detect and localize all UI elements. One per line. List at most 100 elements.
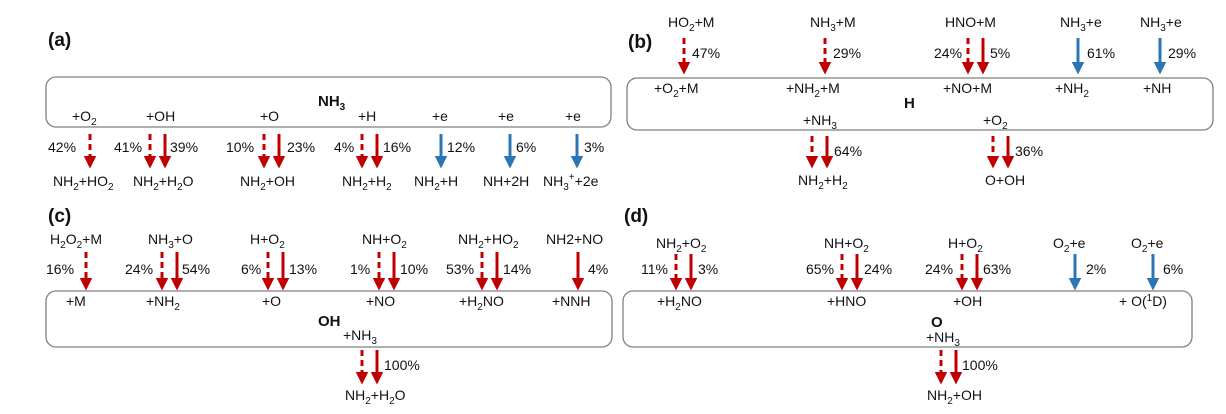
branching-pct: 16% xyxy=(46,261,74,277)
box-label: +M xyxy=(66,293,86,309)
branching-pct: 29% xyxy=(833,45,861,61)
box-label: + O(1D) xyxy=(1119,293,1167,309)
product-label: NH2+H2 xyxy=(798,172,848,192)
branching-pct: 4% xyxy=(334,139,354,155)
panel-label: (c) xyxy=(48,206,71,227)
species-box xyxy=(622,290,1193,348)
reactant-label: O2+e xyxy=(1131,235,1164,255)
branching-pct: 64% xyxy=(834,143,862,159)
branching-pct: 39% xyxy=(170,139,198,155)
branching-pct: 61% xyxy=(1087,45,1115,61)
box-label: +e xyxy=(432,108,448,124)
box-label: +O2 xyxy=(983,112,1008,132)
box-label: +OH xyxy=(146,108,175,124)
branching-pct: 53% xyxy=(446,261,474,277)
box-label: +H2NO xyxy=(459,293,504,313)
reactant-label: H+O2 xyxy=(948,235,983,255)
box-label: +NH2+M xyxy=(786,80,840,100)
panel-label: (a) xyxy=(48,30,71,51)
box-label: +NH2 xyxy=(146,293,180,313)
product-label: NH2+H2O xyxy=(133,173,194,193)
species-label: NH3 xyxy=(318,93,346,113)
branching-pct: 47% xyxy=(692,45,720,61)
box-label: +O2+M xyxy=(654,80,698,100)
panel-b: (b) HO2+M NH3+M HNO+M NH3+e NH3+e 47% 29… xyxy=(626,14,1214,192)
box-label: +O2 xyxy=(72,108,97,128)
reactant-label: NH3+e xyxy=(1060,14,1102,34)
box-label: +NH2 xyxy=(1055,80,1089,100)
branching-pct: 29% xyxy=(1168,45,1196,61)
reactant-label: HNO+M xyxy=(945,14,996,30)
box-label: +NNH xyxy=(552,293,591,309)
reactant-label: NH3+O xyxy=(148,231,193,251)
box-label: +H2NO xyxy=(657,293,702,313)
branching-pct: 24% xyxy=(934,45,962,61)
product-label: NH2+H2O xyxy=(345,387,406,407)
branching-pct: 4% xyxy=(588,261,608,277)
branching-pct: 100% xyxy=(384,357,420,373)
panel-a: (a) NH3 +O2 +OH +O +H +e +e +e 42% 41% 3… xyxy=(45,30,612,193)
branching-pct: 42% xyxy=(48,139,76,155)
branching-pct: 65% xyxy=(806,261,834,277)
product-label: O+OH xyxy=(985,172,1025,188)
box-label: +NH xyxy=(1143,80,1171,96)
product-label: NH2+H2 xyxy=(342,173,392,193)
branching-pct: 100% xyxy=(962,357,998,373)
box-label: +NO+M xyxy=(943,80,992,96)
panel-label: (b) xyxy=(628,32,652,53)
panel-label: (d) xyxy=(624,206,648,227)
species-label: O xyxy=(931,314,943,331)
panel-c: (c) H2O2+M NH3+O H+O2 NH+O2 NH2+HO2 NH2+… xyxy=(45,206,613,407)
branching-pct: 12% xyxy=(447,139,475,155)
branching-pct: 36% xyxy=(1015,143,1043,159)
box-label: +HNO xyxy=(827,293,866,309)
species-label: OH xyxy=(318,313,341,330)
reactant-label: NH3+M xyxy=(810,14,856,34)
box-label: +e xyxy=(565,108,581,124)
reactant-label: NH2+NO xyxy=(546,231,603,247)
branching-pct: 5% xyxy=(990,45,1010,61)
branching-pct: 24% xyxy=(925,261,953,277)
branching-pct: 41% xyxy=(114,139,142,155)
reactant-label: H2O2+M xyxy=(50,231,102,251)
box-label: +e xyxy=(498,108,514,124)
branching-pct: 14% xyxy=(503,261,531,277)
box-label: +O xyxy=(260,108,279,124)
box-label: +NH3 xyxy=(926,329,960,349)
box-label: +NH3 xyxy=(343,327,377,347)
branching-pct: 23% xyxy=(287,139,315,155)
branching-pct: 3% xyxy=(584,139,604,155)
species-label: H xyxy=(904,95,915,112)
product-label: NH+2H xyxy=(483,173,529,189)
branching-pct: 6% xyxy=(241,261,261,277)
branching-pct: 24% xyxy=(864,261,892,277)
reactant-label: NH+O2 xyxy=(824,235,869,255)
product-label: NH2+H xyxy=(414,173,458,193)
species-box xyxy=(45,76,612,128)
product-label: NH3++2e xyxy=(543,172,599,193)
branching-pct: 10% xyxy=(400,261,428,277)
box-label: +H xyxy=(358,108,376,124)
box-label: +OH xyxy=(953,293,982,309)
branching-pct: 1% xyxy=(350,261,370,277)
species-box xyxy=(45,290,613,348)
species-box xyxy=(626,77,1214,131)
reactant-label: HO2+M xyxy=(668,14,714,34)
reactant-label: H+O2 xyxy=(250,231,285,251)
reactant-label: NH2+HO2 xyxy=(458,231,519,251)
branching-pct: 6% xyxy=(516,139,536,155)
branching-pct: 63% xyxy=(983,261,1011,277)
branching-pct: 6% xyxy=(1163,261,1183,277)
box-label: +NH3 xyxy=(803,112,837,132)
product-label: NH2+OH xyxy=(240,173,295,193)
reactant-label: NH2+O2 xyxy=(656,235,707,255)
branching-pct: 16% xyxy=(383,139,411,155)
branching-pct: 10% xyxy=(226,139,254,155)
panel-d: (d) NH2+O2 NH+O2 H+O2 O2+e O2+e 11% 3% 6… xyxy=(622,206,1193,407)
box-label: +O xyxy=(262,293,281,309)
reactant-label: NH+O2 xyxy=(362,231,407,251)
reactant-label: NH3+e xyxy=(1140,14,1182,34)
product-label: NH2+OH xyxy=(927,387,982,407)
branching-pct: 3% xyxy=(698,261,718,277)
